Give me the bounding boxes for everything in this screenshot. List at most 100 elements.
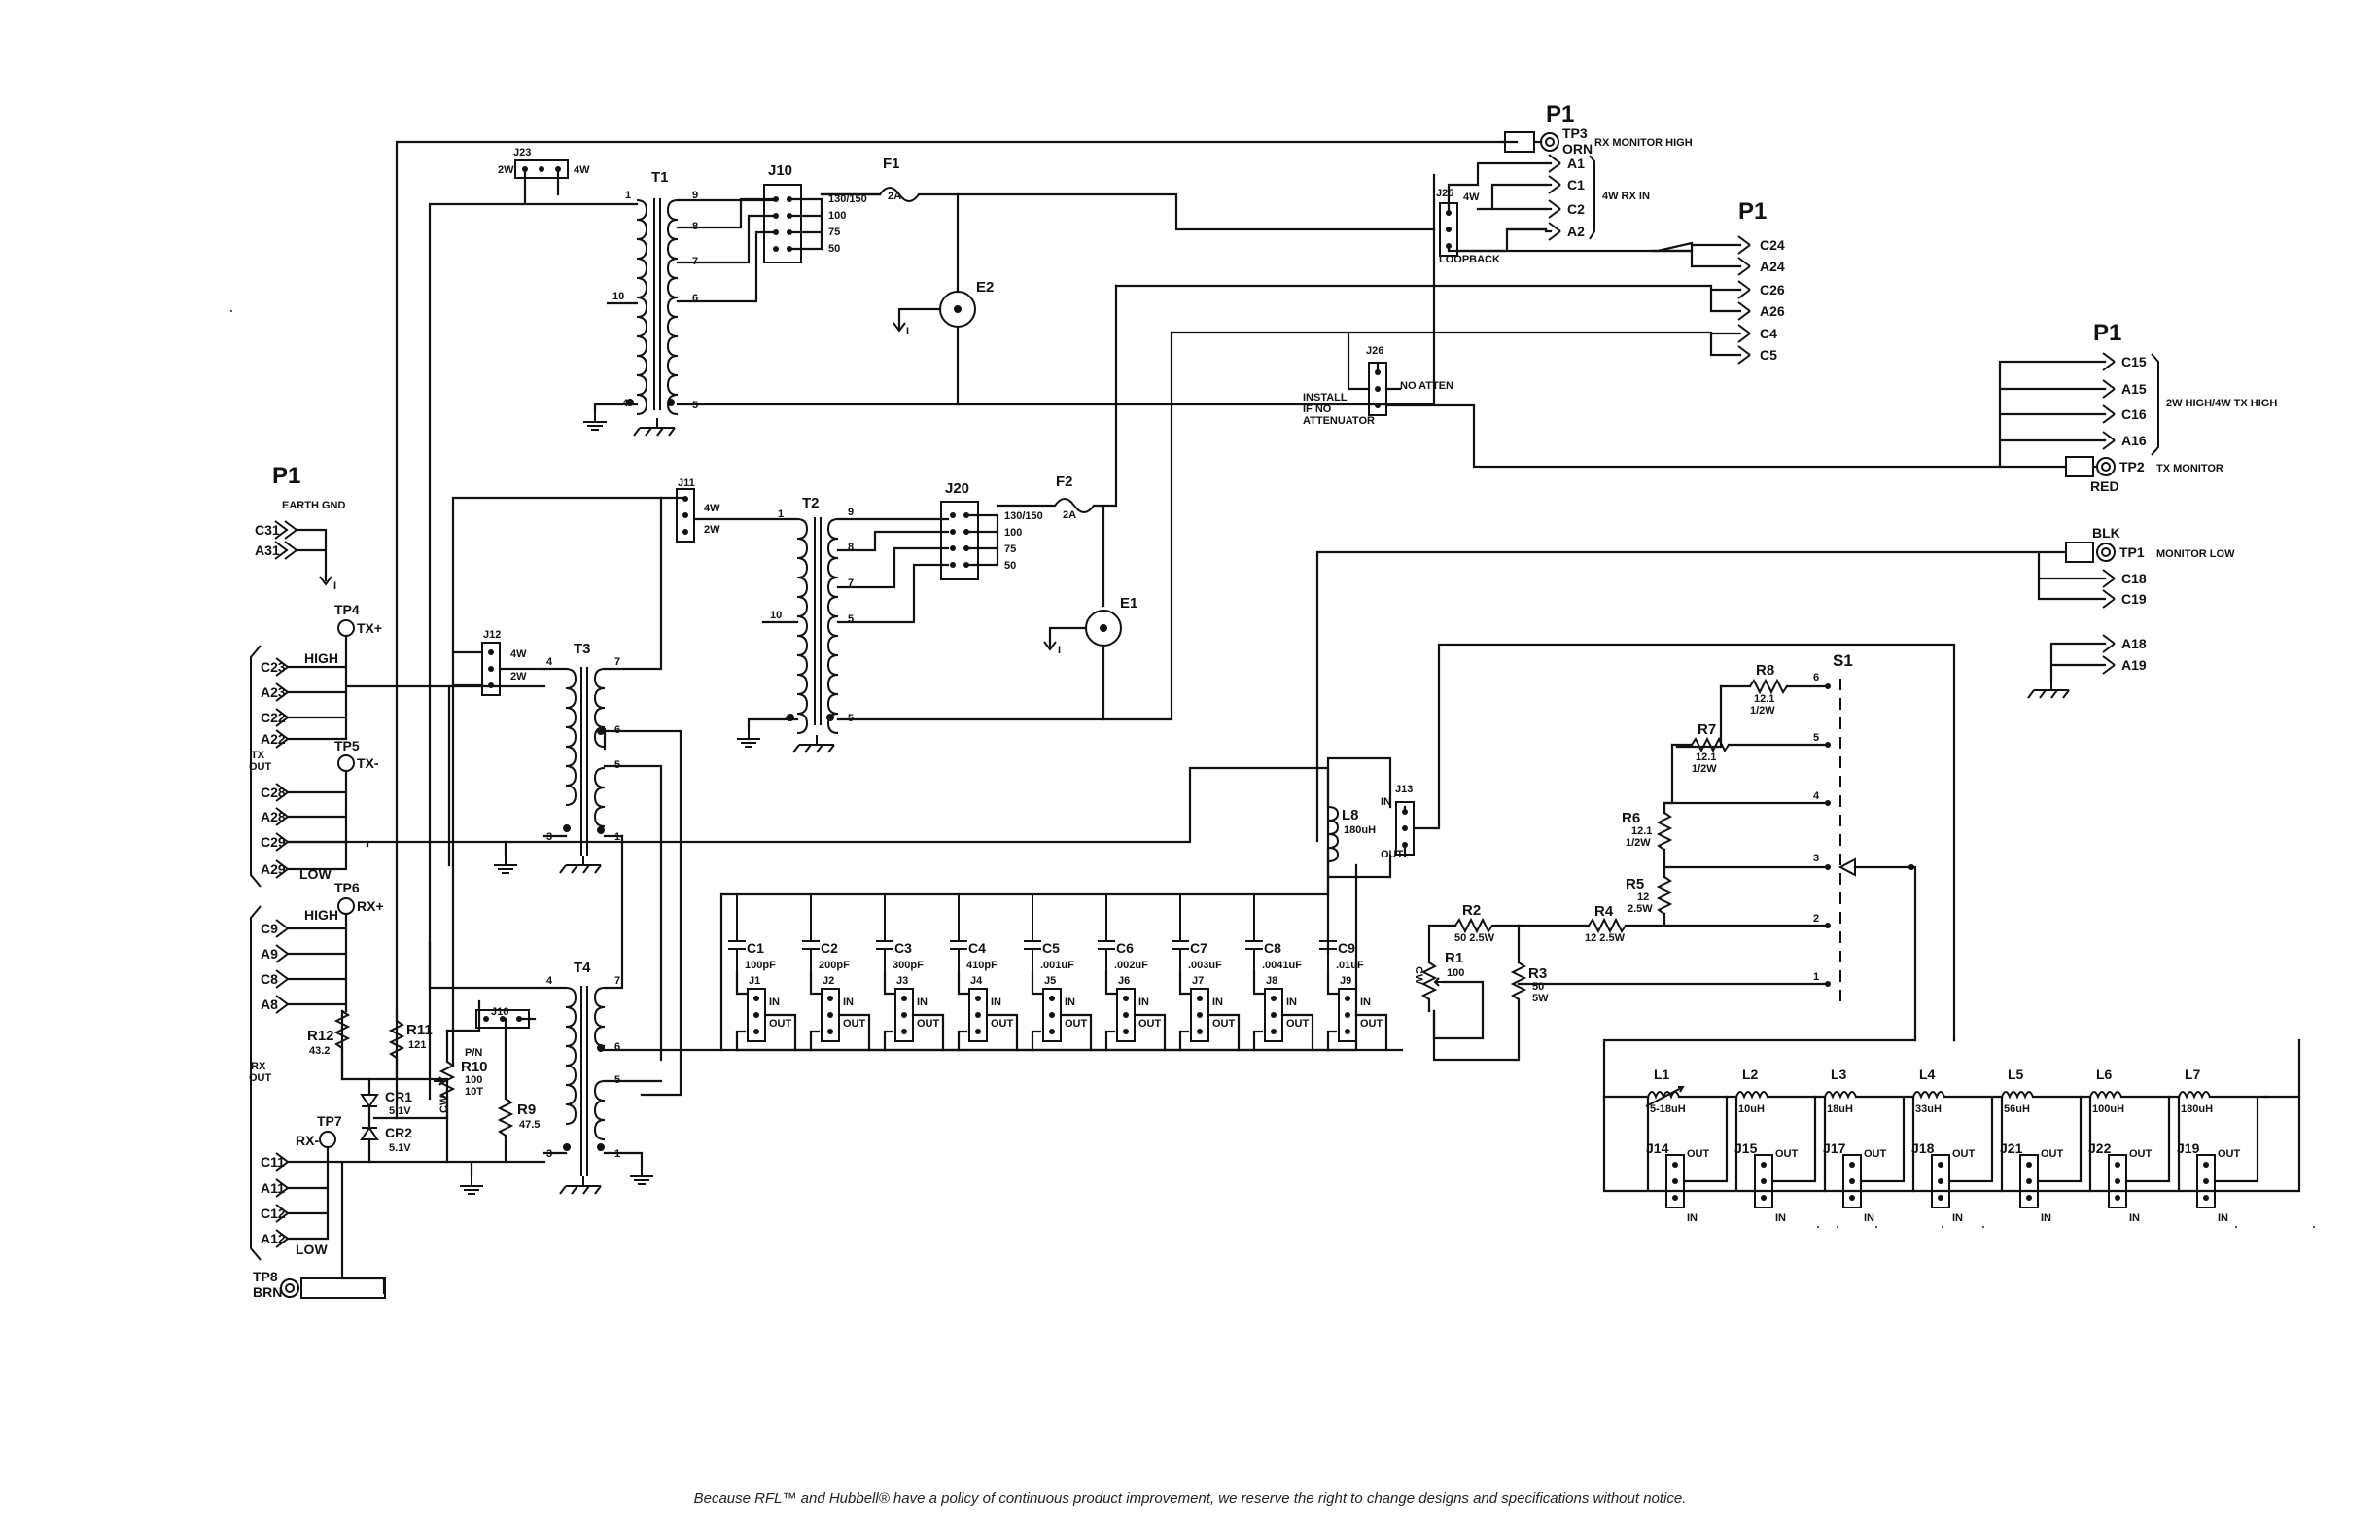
svg-text:12.1: 12.1 xyxy=(1754,693,1774,705)
tp1-testpoint[interactable] xyxy=(2096,542,2116,562)
svg-text:12: 12 xyxy=(1637,892,1649,903)
no-atten-label: NO ATTEN xyxy=(1400,380,1453,392)
tp8-testpoint[interactable] xyxy=(280,1278,299,1298)
jack-in: IN xyxy=(1138,997,1149,1008)
svg-text:7: 7 xyxy=(614,656,620,668)
svg-text:HIGH: HIGH xyxy=(304,907,338,923)
svg-text:10: 10 xyxy=(612,291,624,302)
j23-jumper[interactable] xyxy=(514,159,569,179)
cap-c6-value: .002uF xyxy=(1114,960,1148,971)
cap-c4-label: C4 xyxy=(968,940,986,956)
p1-label-2: P1 xyxy=(1738,198,1767,225)
svg-text:1: 1 xyxy=(1813,971,1819,983)
tp3-color: ORN xyxy=(1562,141,1592,157)
jack-j7[interactable] xyxy=(1190,988,1209,1042)
jack-j2[interactable] xyxy=(821,988,840,1042)
tp3-testpoint[interactable] xyxy=(1540,132,1559,152)
f1-rating: 2A xyxy=(888,191,901,202)
jack-j4[interactable] xyxy=(968,988,988,1042)
jack-j22[interactable] xyxy=(2108,1154,2127,1208)
r11-resistor xyxy=(388,1020,405,1059)
jack-in: IN xyxy=(843,997,854,1008)
tp4-testpoint[interactable] xyxy=(337,619,355,637)
jack-in: IN xyxy=(769,997,780,1008)
svg-text:A29: A29 xyxy=(261,861,286,877)
svg-text:A8: A8 xyxy=(261,997,278,1012)
tp6-testpoint[interactable] xyxy=(337,897,355,915)
svg-text:6: 6 xyxy=(614,1041,620,1053)
jack-j14[interactable] xyxy=(1665,1154,1685,1208)
svg-text:CW: CW xyxy=(438,1095,450,1113)
jack-out: OUT xyxy=(1360,1018,1383,1030)
svg-text:IN: IN xyxy=(1381,796,1391,808)
cap-c1-label: C1 xyxy=(747,940,764,956)
svg-text:5W: 5W xyxy=(1532,993,1549,1004)
s1-positions: 6 5 4 3 2 1 xyxy=(1813,672,1831,987)
svg-text:9: 9 xyxy=(692,190,698,201)
jack-j3[interactable] xyxy=(894,988,914,1042)
jack-j6-label: J6 xyxy=(1118,975,1130,987)
p1-pins-mid: C24 A24 C26 A26 C4 C5 xyxy=(1737,235,1785,365)
svg-text:OUT: OUT xyxy=(1381,849,1404,860)
inductor-l3-value: 18uH xyxy=(1827,1103,1853,1115)
r10-potentiometer[interactable] xyxy=(438,1061,456,1100)
svg-text:2W: 2W xyxy=(510,671,527,682)
tp7-testpoint[interactable] xyxy=(319,1131,336,1148)
jack-in: IN xyxy=(991,997,1001,1008)
jack-j17[interactable] xyxy=(1842,1154,1862,1208)
tp2-testpoint[interactable] xyxy=(2096,457,2116,476)
tp5-testpoint[interactable] xyxy=(337,754,355,772)
jack-j18[interactable] xyxy=(1931,1154,1950,1208)
r9-label: R9 xyxy=(517,1102,536,1118)
jack-in: IN xyxy=(1360,997,1371,1008)
inductor-l7-label: L7 xyxy=(2185,1067,2201,1082)
jack-j19[interactable] xyxy=(2196,1154,2216,1208)
jack-out: OUT xyxy=(2218,1148,2241,1160)
jack-j8[interactable] xyxy=(1264,988,1283,1042)
svg-text:C31: C31 xyxy=(255,522,280,538)
j10-jumper[interactable] xyxy=(763,184,802,263)
svg-text:1/2W: 1/2W xyxy=(1626,837,1651,849)
jack-j21[interactable] xyxy=(2019,1154,2039,1208)
svg-text:3: 3 xyxy=(546,831,552,843)
svg-text:6: 6 xyxy=(1813,672,1819,683)
svg-text:100: 100 xyxy=(828,210,846,222)
svg-text:C2: C2 xyxy=(1567,201,1585,217)
jack-j9[interactable] xyxy=(1338,988,1357,1042)
svg-text:C8: C8 xyxy=(261,971,278,987)
r12-resistor xyxy=(333,1010,351,1049)
svg-text:1: 1 xyxy=(625,190,631,201)
jack-j1[interactable] xyxy=(747,988,766,1042)
t2-label: T2 xyxy=(802,495,820,511)
cap-c5-value: .001uF xyxy=(1040,960,1074,971)
p1-pins-tx: C15 A15 C16 A16 xyxy=(2102,352,2147,450)
svg-text:75: 75 xyxy=(828,227,840,238)
svg-text:4: 4 xyxy=(1813,790,1820,802)
inductor-l4-label: L4 xyxy=(1919,1067,1936,1082)
jack-j15[interactable] xyxy=(1754,1154,1773,1208)
svg-text:12.1: 12.1 xyxy=(1631,825,1652,837)
r1-potentiometer[interactable] xyxy=(1420,962,1438,1000)
svg-text:5: 5 xyxy=(1813,732,1819,744)
jack-out: OUT xyxy=(1286,1018,1310,1030)
jack-j5[interactable] xyxy=(1042,988,1062,1042)
r3-resistor xyxy=(1510,962,1527,1000)
earth-gnd-label: EARTH GND xyxy=(282,500,345,511)
jack-out: OUT xyxy=(1864,1148,1887,1160)
r6-label: R6 xyxy=(1622,810,1640,826)
svg-text:2: 2 xyxy=(1813,913,1819,925)
tp4-signal: TX+ xyxy=(357,620,382,636)
cap-c5-label: C5 xyxy=(1042,940,1060,956)
svg-text:2W: 2W xyxy=(704,524,720,536)
svg-text:5: 5 xyxy=(848,613,854,625)
j20-jumper[interactable] xyxy=(940,501,979,580)
jack-j6[interactable] xyxy=(1116,988,1136,1042)
jack-j4-label: J4 xyxy=(970,975,983,987)
t3-secondary xyxy=(593,668,606,827)
p1-top-connector: P1 TP3 ORN RX MONITOR HIGH J25 4W LOOPBA… xyxy=(1114,101,1785,365)
